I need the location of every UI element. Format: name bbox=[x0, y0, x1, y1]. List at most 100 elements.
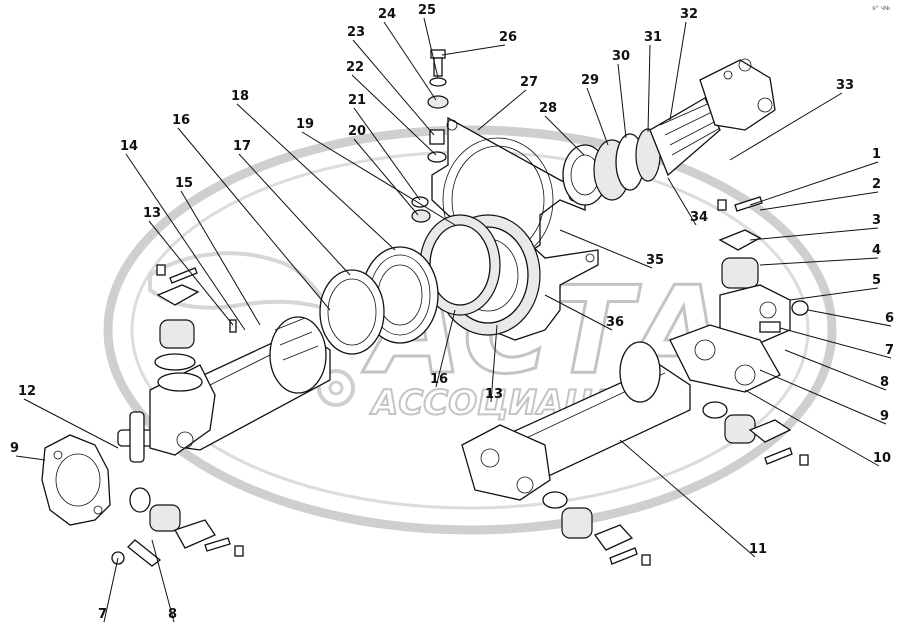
yoke-33 bbox=[699, 58, 776, 131]
washer-21 bbox=[411, 196, 429, 208]
callout-label-13: 13 bbox=[143, 206, 161, 221]
leader-line-8 bbox=[784, 349, 887, 391]
leader-line-23 bbox=[352, 39, 435, 136]
leader-line-16 bbox=[435, 309, 456, 388]
leader-line-12 bbox=[23, 398, 119, 449]
small-parts-left-bottom bbox=[111, 487, 244, 567]
callout-label-2: 2 bbox=[872, 177, 881, 192]
leader-line-10 bbox=[744, 389, 880, 467]
callout-label-23: 23 bbox=[347, 25, 365, 40]
small-parts-bottom-middle bbox=[542, 491, 651, 566]
leader-line-2 bbox=[759, 191, 879, 211]
leader-line-3 bbox=[749, 227, 879, 241]
leader-line-35 bbox=[559, 229, 653, 269]
callout-label-17: 17 bbox=[233, 139, 251, 154]
leader-line-31 bbox=[647, 44, 651, 133]
callout-label-19: 19 bbox=[296, 117, 314, 132]
callout-label-33: 33 bbox=[836, 78, 854, 93]
leader-line-7 bbox=[103, 557, 119, 623]
center-sleeve-right bbox=[619, 341, 661, 403]
leader-line-7 bbox=[779, 327, 892, 359]
leader-line-4 bbox=[759, 257, 879, 266]
callout-label-16: 16 bbox=[172, 113, 190, 128]
callout-label-21: 21 bbox=[348, 93, 366, 108]
callout-label-26: 26 bbox=[499, 30, 517, 45]
callout-label-14: 14 bbox=[120, 139, 138, 154]
leader-line-15 bbox=[180, 190, 261, 326]
leader-line-14 bbox=[125, 153, 246, 331]
callout-label-24: 24 bbox=[378, 7, 396, 22]
leader-line-9 bbox=[15, 455, 46, 461]
leader-line-20 bbox=[353, 138, 419, 216]
small-parts-right bbox=[669, 196, 809, 466]
callout-label-27: 27 bbox=[520, 75, 538, 90]
leader-line-21 bbox=[353, 107, 421, 201]
callout-label-29: 29 bbox=[581, 73, 599, 88]
callout-label-13: 13 bbox=[485, 387, 503, 402]
leader-line-33 bbox=[729, 92, 843, 161]
leader-line-25 bbox=[423, 17, 439, 79]
leader-line-27 bbox=[477, 89, 527, 131]
washer-24 bbox=[427, 95, 449, 109]
leader-line-11 bbox=[619, 439, 756, 558]
callout-label-28: 28 bbox=[539, 101, 557, 116]
leader-line-5 bbox=[789, 287, 879, 301]
leader-line-17 bbox=[238, 153, 351, 276]
callout-label-34: 34 bbox=[690, 210, 708, 225]
corner-mark: я° ч№ bbox=[872, 5, 890, 12]
callout-label-9: 9 bbox=[10, 441, 19, 456]
callout-label-11: 11 bbox=[749, 542, 767, 557]
splined-shaft-32 bbox=[649, 97, 721, 177]
callout-label-7: 7 bbox=[98, 607, 107, 622]
callout-label-30: 30 bbox=[612, 49, 630, 64]
yoke-right-lower bbox=[461, 424, 551, 501]
callout-leaders bbox=[15, 17, 892, 623]
washer-25 bbox=[429, 77, 447, 87]
callout-label-16: 16 bbox=[430, 372, 448, 387]
leader-line-28 bbox=[544, 115, 585, 156]
leader-line-13 bbox=[490, 324, 498, 403]
leader-line-18 bbox=[236, 103, 396, 251]
callout-label-12: 12 bbox=[18, 384, 36, 399]
callout-label-6: 6 bbox=[885, 311, 894, 326]
leader-line-34 bbox=[667, 177, 697, 226]
small-parts-left-top bbox=[154, 264, 203, 392]
callout-label-4: 4 bbox=[872, 243, 881, 258]
callout-label-9: 9 bbox=[880, 409, 889, 424]
leader-line-16 bbox=[177, 127, 331, 311]
leader-line-32 bbox=[669, 21, 687, 121]
callout-label-20: 20 bbox=[348, 124, 366, 139]
leader-line-9 bbox=[759, 369, 887, 425]
callout-label-31: 31 bbox=[644, 30, 662, 45]
leader-line-29 bbox=[586, 87, 609, 146]
callout-label-10: 10 bbox=[873, 451, 891, 466]
washer-22 bbox=[427, 151, 447, 163]
bolt-26 bbox=[430, 49, 446, 77]
leader-line-22 bbox=[351, 74, 437, 156]
cross-spider-12 bbox=[117, 411, 159, 463]
callout-label-7: 7 bbox=[885, 343, 894, 358]
spacer-23 bbox=[429, 129, 445, 145]
leader-line-13 bbox=[148, 220, 234, 326]
callout-label-8: 8 bbox=[880, 375, 889, 390]
callout-label-36: 36 bbox=[606, 315, 624, 330]
leader-line-26 bbox=[441, 44, 506, 56]
callout-label-32: 32 bbox=[680, 7, 698, 22]
leader-line-8 bbox=[151, 539, 175, 623]
callout-label-18: 18 bbox=[231, 89, 249, 104]
flange-9-left bbox=[41, 434, 111, 526]
leader-line-36 bbox=[544, 294, 613, 331]
seal-17 bbox=[319, 269, 385, 355]
callout-label-1: 1 bbox=[872, 147, 881, 162]
leader-line-1 bbox=[749, 161, 879, 206]
leader-line-30 bbox=[617, 63, 627, 139]
splined-sleeve-15 bbox=[269, 316, 327, 394]
callout-label-35: 35 bbox=[646, 253, 664, 268]
callout-label-15: 15 bbox=[175, 176, 193, 191]
callout-label-25: 25 bbox=[418, 3, 436, 18]
leader-line-19 bbox=[301, 131, 456, 226]
callout-label-3: 3 bbox=[872, 213, 881, 228]
leader-line-6 bbox=[807, 309, 892, 327]
